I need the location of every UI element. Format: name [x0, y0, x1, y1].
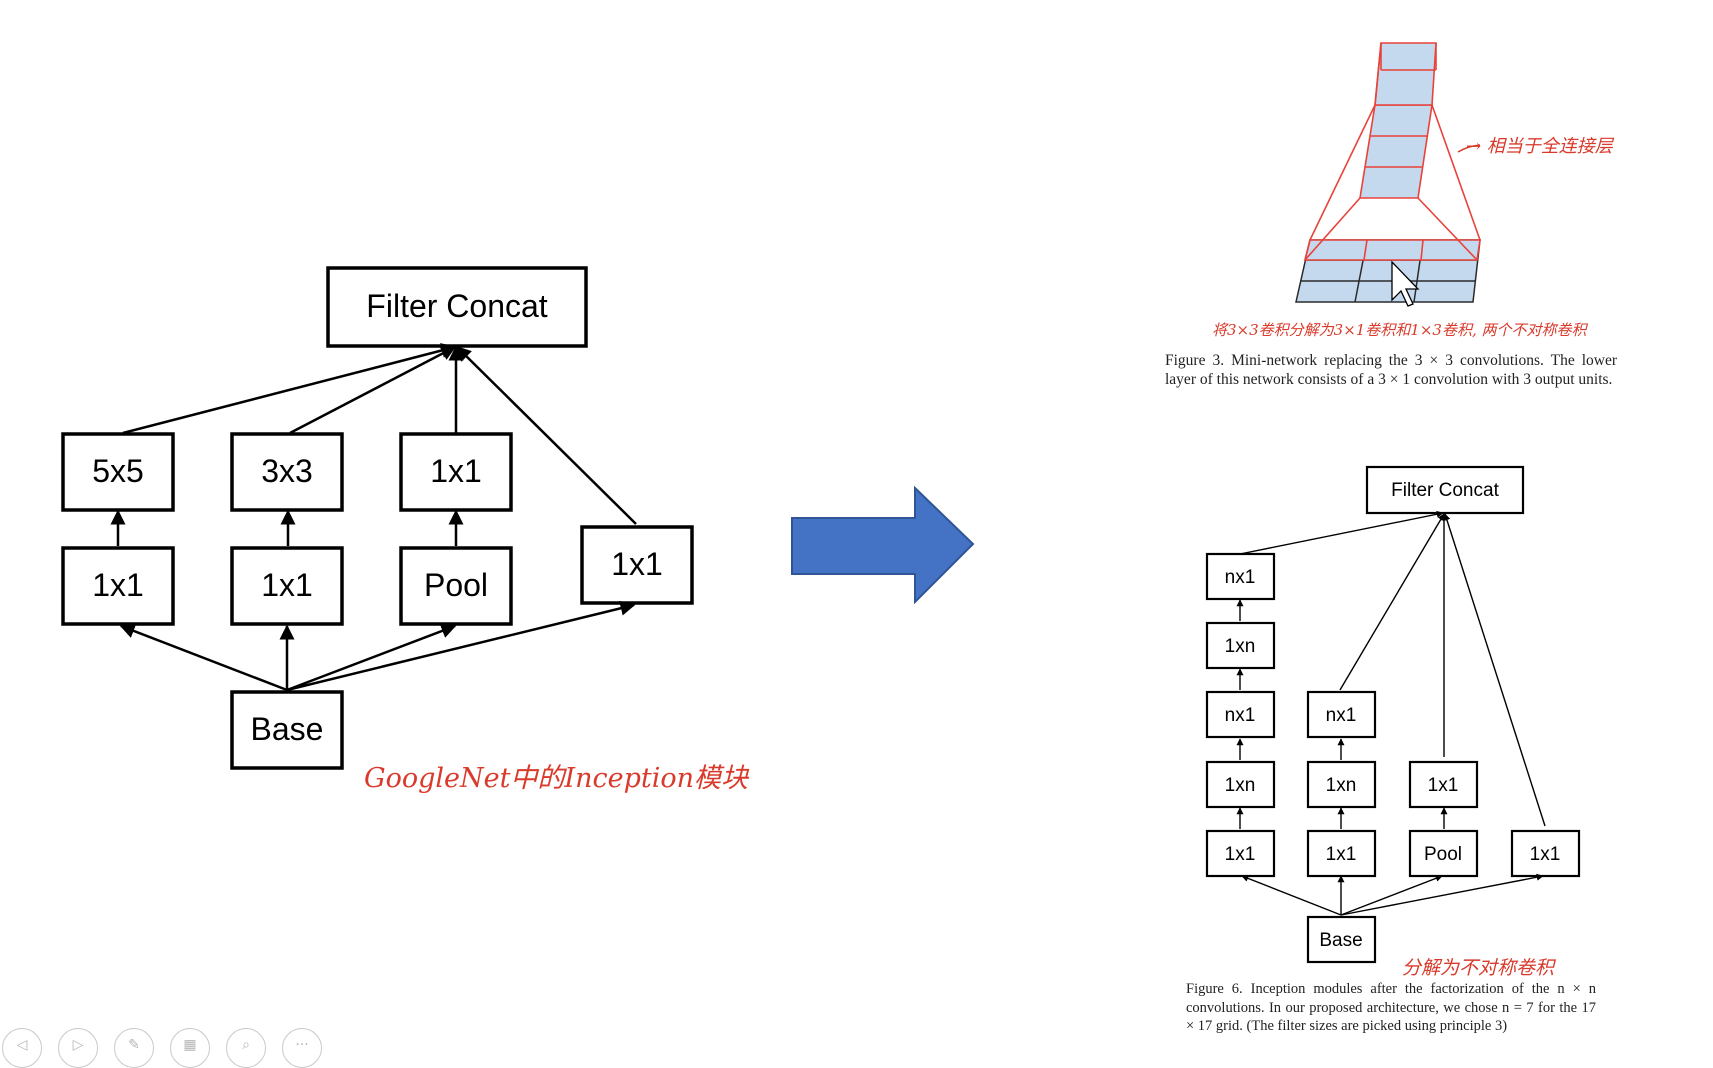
zoom-button[interactable]: ⌕ — [226, 1028, 266, 1068]
grid-icon: ▦ — [183, 1037, 197, 1053]
figure3-caption: Figure 3. Mini-network replacing the 3 ×… — [1165, 352, 1617, 388]
edge-base-a — [119, 623, 288, 692]
figure3-mini-network — [1295, 42, 1481, 307]
fig6-c3-r2-box — [1408, 829, 1479, 878]
edge-base-c — [286, 623, 457, 692]
edge-5x5-concat — [122, 343, 457, 435]
figure6-caption: Figure 6. Inception modules after the fa… — [1186, 981, 1596, 1034]
fig6-c1-r4-label: 1xn — [1225, 775, 1256, 796]
more-icon: ··· — [295, 1037, 309, 1053]
fig6-c2-r2-box — [1306, 760, 1377, 809]
fig6-c2-r3-box — [1306, 829, 1377, 878]
fig6-c1-r3-box — [1205, 690, 1276, 739]
transition-arrow-icon — [791, 485, 975, 605]
slides-grid-button[interactable]: ▦ — [170, 1028, 210, 1068]
figure6-diagram — [1205, 465, 1581, 964]
conv-5x5-box — [61, 432, 175, 512]
conv-3x3-box — [230, 432, 344, 512]
fig6-c2-r3-label: 1x1 — [1326, 844, 1357, 865]
fig6-c1-r1-box — [1205, 552, 1276, 601]
conv-3x3-label: 3x3 — [261, 453, 313, 489]
left-inception-diagram — [61, 266, 694, 770]
fig6-c4-r1-label: 1x1 — [1530, 844, 1561, 865]
fig6-c2-r1-label: nx1 — [1326, 705, 1357, 726]
mouse-cursor-icon — [1391, 260, 1420, 307]
next-icon: ▷ — [72, 1037, 84, 1053]
fig6-c3-r1-box — [1408, 760, 1479, 809]
conv-1x1-b-label: 1x1 — [261, 567, 313, 603]
zoom-icon: ⌕ — [242, 1037, 250, 1053]
fig6-c1-r3-label: nx1 — [1225, 705, 1256, 726]
conv-1x1-b-box — [230, 546, 344, 626]
fig6-filter-concat-box — [1365, 465, 1525, 515]
conv-1x1-c-label: 1x1 — [611, 546, 663, 582]
presentation-toolbar: ◁ ▷ ✎ ▦ ⌕ ··· — [0, 1020, 340, 1068]
fig6-filter-concat-label: Filter Concat — [1391, 480, 1499, 501]
conv-1x1-a-label: 1x1 — [92, 567, 144, 603]
filter-concat-box — [326, 266, 588, 348]
fig6-c3-r2-label: Pool — [1424, 844, 1462, 865]
pen-button[interactable]: ✎ — [114, 1028, 154, 1068]
base-label: Base — [251, 711, 324, 747]
fig6-c1-r1-label: nx1 — [1225, 567, 1256, 588]
fig6-c2-r2-label: 1xn — [1326, 775, 1357, 796]
prev-icon: ◁ — [16, 1037, 28, 1053]
edge-3x3-concat — [289, 345, 457, 435]
pen-icon: ✎ — [128, 1037, 140, 1053]
fig6-c1-r5-label: 1x1 — [1225, 844, 1256, 865]
edge-base-d — [286, 600, 636, 692]
fig6-c1-r5-box — [1205, 829, 1276, 878]
filter-concat-label: Filter Concat — [366, 288, 548, 324]
fig6-c1-r4-box — [1205, 760, 1276, 809]
fig6-c3-r1-label: 1x1 — [1428, 775, 1459, 796]
fig6-base-label: Base — [1319, 930, 1362, 951]
factorize-annotation: 将3×3卷积分解为3×1卷积和1×3卷积, 两个不对称卷积 — [1212, 321, 1587, 339]
conv-1x1-a-box — [61, 546, 175, 626]
conv-1x1-top-label: 1x1 — [430, 453, 482, 489]
prev-slide-button[interactable]: ◁ — [2, 1028, 42, 1068]
googlenet-annotation: GoogleNet中的Inception模块 — [364, 763, 748, 794]
fig6-c1-r2-label: 1xn — [1225, 636, 1256, 657]
pool-box — [399, 546, 513, 626]
conv-5x5-label: 5x5 — [92, 453, 144, 489]
conv-1x1-c-box — [580, 525, 694, 605]
more-options-button[interactable]: ··· — [282, 1028, 322, 1068]
fig6-c2-r1-box — [1306, 690, 1377, 739]
fig6-c4-r1-box — [1510, 829, 1581, 878]
fig6-c1-r2-box — [1205, 621, 1276, 670]
pool-label: Pool — [424, 567, 488, 603]
base-box — [230, 690, 344, 770]
fig6-base-box — [1306, 915, 1377, 964]
conv-1x1-top-box — [399, 432, 513, 512]
fully-connected-annotation: → 相当于全连接层 — [1466, 136, 1613, 157]
next-slide-button[interactable]: ▷ — [58, 1028, 98, 1068]
edge-1x1b-concat — [455, 345, 637, 525]
asymmetric-annotation: 分解为不对称卷积 — [1402, 957, 1555, 979]
